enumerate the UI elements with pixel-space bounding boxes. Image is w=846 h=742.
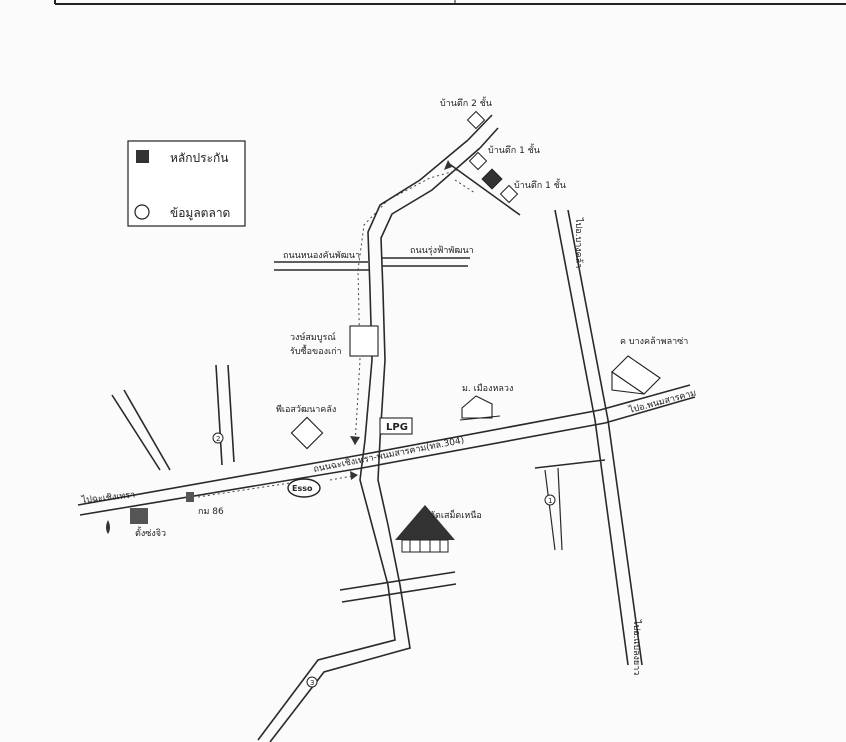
to-plaeng-yao-label: ไปอ.แปลงยาว — [631, 619, 642, 675]
muang-luang-label: ม. เมืองหลวง — [462, 383, 513, 394]
ps-wiwat-marker — [290, 416, 324, 450]
rung-fa-road-label: ถนนรุ่งฟ้าพัฒนา — [410, 245, 474, 256]
house-1-storey-b-marker — [499, 184, 519, 204]
bang-khla-road-edge — [567, 209, 643, 666]
highway-304-edge — [79, 396, 696, 516]
wongsombun-label: วงษ์สมบูรณ์ — [290, 331, 336, 343]
house-2-storey-label: บ้านตึก 2 ชั้น — [440, 96, 492, 109]
lower-right-vertical — [544, 469, 556, 551]
wongsombun-place: วงษ์สมบูรณ์ รับซื้อของเก่า — [290, 325, 379, 357]
esso-logo — [287, 478, 321, 498]
house-2-storey-marker — [466, 110, 486, 130]
km86-label: กม 86 — [198, 507, 224, 517]
left-vertical-road — [215, 364, 223, 466]
bangkla-plaza-place: ค บางคล้าพลาซ่า — [611, 336, 688, 395]
route-arrow-3 — [444, 160, 452, 170]
ps-wiwat-label: พีเอสวัฒนาคลัง — [276, 404, 336, 415]
route-arrow-2 — [350, 471, 358, 480]
left-diagonal-road-edge — [123, 389, 171, 471]
highway-label: ถนนฉะเชิงเทรา-พนมสารคาม(ทล.304) — [312, 435, 465, 475]
upper-branch-road — [467, 114, 493, 141]
house-1-storey-a-marker — [468, 151, 488, 171]
esso-label: Esso — [292, 484, 313, 493]
tree-icon — [106, 520, 110, 534]
km86-place: กม 86 — [186, 492, 224, 517]
wat-place: วัดเสม็ดเหนือ — [395, 505, 482, 553]
route-dashed-lower — [197, 482, 291, 498]
lpg-place: LPG — [379, 417, 413, 435]
shrine-icon — [130, 508, 148, 524]
esso-place: Esso — [287, 478, 321, 498]
marker-3-label: 3 — [310, 679, 314, 687]
to-chachoengsao-label: ไปฉะเชิงเทรา — [80, 489, 136, 506]
route-dashed-upper — [454, 179, 476, 194]
lpg-label: LPG — [386, 422, 408, 433]
legend-box: หลักประกัน ข้อมูลตลาด — [127, 140, 246, 227]
bang-khla-road — [554, 209, 629, 666]
market-icon — [134, 204, 150, 220]
upper-right-road — [447, 162, 521, 216]
house-1-storey-b-label: บ้านตึก 1 ชั้น — [514, 178, 566, 191]
marker-2-label: 2 — [216, 435, 220, 443]
muang-luang-house-icon — [461, 395, 493, 419]
to-bang-khla-label: ไปอ.บางคล้า — [573, 217, 584, 268]
highway-304 — [77, 384, 691, 506]
lpg-box — [379, 417, 413, 435]
lower-right-road — [534, 459, 606, 469]
marker-3: 3 — [306, 676, 318, 688]
house-cluster: บ้านตึก 2 ชั้น บ้านตึก 1 ชั้น บ้านตึก 1 … — [440, 96, 566, 204]
house-1-storey-a-label: บ้านตึก 1 ชั้น — [488, 143, 540, 156]
marker-1-label: 1 — [548, 497, 552, 505]
route-arrow — [350, 436, 360, 445]
legend-collateral-label: หลักประกัน — [170, 151, 229, 165]
tang-song-chiu-place: ตั้งซ่งจิว — [106, 508, 166, 539]
nong-kan-road-label: ถนนหนองคันพัฒนา — [283, 251, 360, 261]
ps-wiwat-place: พีเอสวัฒนาคลัง — [276, 404, 336, 450]
wat-label: วัดเสม็ดเหนือ — [430, 508, 482, 521]
left-vertical-road-edge — [227, 364, 235, 463]
marker-2: 2 — [212, 432, 224, 444]
rap-sue-label: รับซื้อของเก่า — [290, 344, 342, 357]
lower-left-road-edge — [341, 583, 457, 603]
road-network — [77, 114, 696, 742]
route-dashed — [354, 169, 459, 446]
main-soi-road-edge — [269, 147, 481, 742]
wat-roof-icon — [395, 505, 455, 540]
tang-song-chiu-label: ตั้งซ่งจิว — [135, 526, 166, 539]
lower-left-road — [339, 571, 456, 591]
left-diagonal-road — [111, 394, 161, 471]
km86-marker — [186, 492, 194, 502]
upper-branch-road-edge — [479, 127, 499, 149]
lower-right-vertical-2 — [557, 467, 563, 551]
marker-1: 1 — [544, 494, 556, 506]
bangkla-plaza-label: ค บางคล้าพลาซ่า — [620, 336, 688, 347]
legend-market-label: ข้อมูลตลาด — [170, 206, 230, 221]
collateral-marker — [481, 168, 503, 190]
muang-luang-place: ม. เมืองหลวง — [459, 383, 513, 421]
collateral-icon — [136, 150, 149, 163]
main-soi-road — [257, 139, 469, 741]
wongsombun-building — [349, 325, 379, 357]
